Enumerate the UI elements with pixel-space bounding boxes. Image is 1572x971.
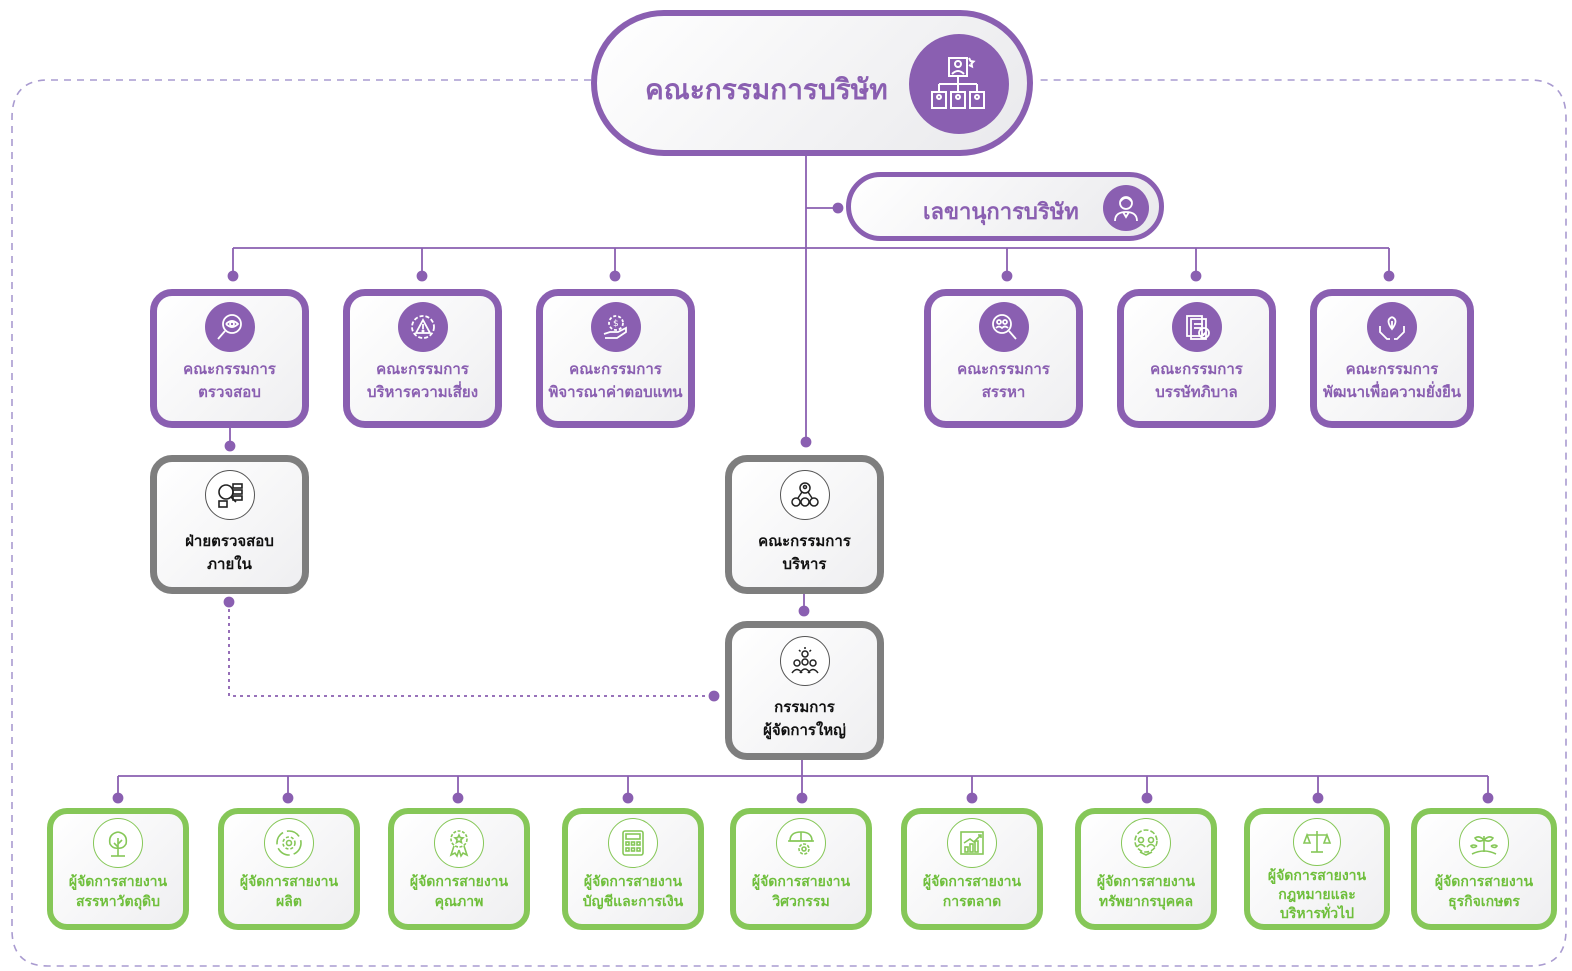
board-title: คณะกรรมการบริษัท <box>645 73 888 106</box>
internal-audit-node: ฝ่ายตรวจสอบภายใน <box>150 455 309 594</box>
manager-line1: ผู้จัดการสายงาน <box>239 874 339 890</box>
company-secretary-node: เลขานุการบริษัท <box>846 172 1164 241</box>
team-network-icon <box>779 470 830 520</box>
manager-agribusiness: ผู้จัดการสายงานธุรกิจเกษตร <box>1411 808 1557 930</box>
committee-remuneration: $ คณะกรรมการพิจารณาค่าตอบแทน <box>536 289 695 428</box>
committee-sustainability: คณะกรรมการพัฒนาเพื่อความยั่งยืน <box>1310 289 1474 428</box>
committee-label-line1: คณะกรรมการ <box>569 360 662 378</box>
manager-line3: บริหารทั่วไป <box>1279 906 1355 922</box>
committee-label-line2: บรรษัทภิบาล <box>1155 383 1238 401</box>
internal-audit-line1: ฝ่ายตรวจสอบ <box>185 532 274 550</box>
manager-line1: ผู้จัดการสายงาน <box>922 874 1022 890</box>
manager-engineering: ผู้จัดการสายงานวิศวกรรม <box>730 808 872 930</box>
calculator-icon <box>608 818 658 868</box>
team-idea-icon <box>779 636 830 686</box>
manager-line2: การตลาด <box>942 894 1002 910</box>
committee-nomination: คณะกรรมการสรรหา <box>924 289 1083 428</box>
committee-label-line1: คณะกรรมการ <box>957 360 1050 378</box>
committee-label-line2: ตรวจสอบ <box>198 383 261 401</box>
manager-production: ผู้จัดการสายงานผลิต <box>218 808 360 930</box>
manager-line2: คุณภาพ <box>434 894 484 910</box>
manager-line2: ธุรกิจเกษตร <box>1448 894 1520 910</box>
people-search-icon <box>978 302 1029 352</box>
committee-label-line1: คณะกรรมการ <box>376 360 469 378</box>
committee-audit: คณะกรรมการตรวจสอบ <box>150 289 309 428</box>
manager-line1: ผู้จัดการสายงาน <box>1096 874 1196 890</box>
ceo-line1: กรรมการ <box>774 698 835 716</box>
manager-procurement: ผู้จัดการสายงานสรรหาวัตถุดิบ <box>47 808 189 930</box>
helmet-gear-icon <box>776 818 826 868</box>
manager-line1: ผู้จัดการสายงาน <box>583 874 683 890</box>
committee-label-line2: พัฒนาเพื่อความยั่งยืน <box>1322 383 1462 401</box>
magnifier-eye-icon <box>204 302 255 352</box>
executive-line1: คณะกรรมการ <box>758 532 851 550</box>
svg-text:$: $ <box>613 319 619 329</box>
manager-line1: ผู้จัดการสายงาน <box>751 874 851 890</box>
gear-cycle-icon <box>264 818 314 868</box>
manager-accounting: ผู้จัดการสายงานบัญชีและการเงิน <box>562 808 704 930</box>
outer-dashed-frame <box>11 79 1567 967</box>
law-scale-icon <box>1293 818 1341 866</box>
manager-quality: ผู้จัดการสายงานคุณภาพ <box>388 808 530 930</box>
plants-icon <box>1459 818 1509 868</box>
warning-gear-icon <box>397 302 448 352</box>
manager-line1: ผู้จัดการสายงาน <box>1434 874 1534 890</box>
people-gear-icon <box>1121 818 1171 868</box>
committee-risk: คณะกรรมการบริหารความเสี่ยง <box>343 289 502 428</box>
committee-label-line2: พิจารณาค่าตอบแทน <box>548 383 683 401</box>
manager-hr: ผู้จัดการสายงานทรัพยากรบุคคล <box>1075 808 1217 930</box>
manager-line2: กฎหมายและ <box>1278 887 1356 903</box>
dot <box>832 202 844 214</box>
executive-committee-node: คณะกรรมการบริหาร <box>725 455 884 594</box>
manager-line2: สรรหาวัตถุดิบ <box>75 894 161 910</box>
manager-line1: ผู้จัดการสายงาน <box>68 874 168 890</box>
committee-label-line2: บริหารความเสี่ยง <box>366 383 479 401</box>
org-chart-icon <box>909 34 1009 134</box>
board-of-directors-node: คณะกรรมการบริษัท <box>591 10 1033 156</box>
executive-line2: บริหาร <box>782 555 827 573</box>
committee-label-line2: สรรหา <box>981 383 1026 401</box>
manager-line1: ผู้จัดการสายงาน <box>409 874 509 890</box>
tree-icon <box>93 818 143 868</box>
hand-money-gear-icon: $ <box>590 302 641 352</box>
ceo-line2: ผู้จัดการใหญ่ <box>763 721 846 739</box>
document-check-icon <box>1171 302 1222 352</box>
manager-line2: ผลิต <box>276 894 302 910</box>
secretary-person-icon <box>1103 185 1149 231</box>
manager-line2: วิศวกรรม <box>772 894 830 910</box>
manager-marketing: ผู้จัดการสายงานการตลาด <box>901 808 1043 930</box>
manager-legal: ผู้จัดการสายงานกฎหมายและบริหารทั่วไป <box>1244 808 1390 930</box>
hands-leaf-icon <box>1367 302 1417 352</box>
committee-label-line1: คณะกรรมการ <box>183 360 276 378</box>
manager-line2: บัญชีและการเงิน <box>582 894 684 910</box>
committee-label-line1: คณะกรรมการ <box>1150 360 1243 378</box>
growth-chart-icon <box>947 818 997 868</box>
committee-governance: คณะกรรมการบรรษัทภิบาล <box>1117 289 1276 428</box>
secretary-title: เลขานุการบริษัท <box>923 200 1079 225</box>
manager-line1: ผู้จัดการสายงาน <box>1267 868 1367 884</box>
committee-label-line1: คณะกรรมการ <box>1345 360 1439 378</box>
ceo-node: กรรมการผู้จัดการใหญ่ <box>725 621 884 760</box>
internal-audit-line2: ภายใน <box>207 555 252 573</box>
manager-line2: ทรัพยากรบุคคล <box>1098 894 1194 910</box>
quality-medal-icon <box>434 818 484 868</box>
audit-checklist-icon <box>204 470 255 520</box>
